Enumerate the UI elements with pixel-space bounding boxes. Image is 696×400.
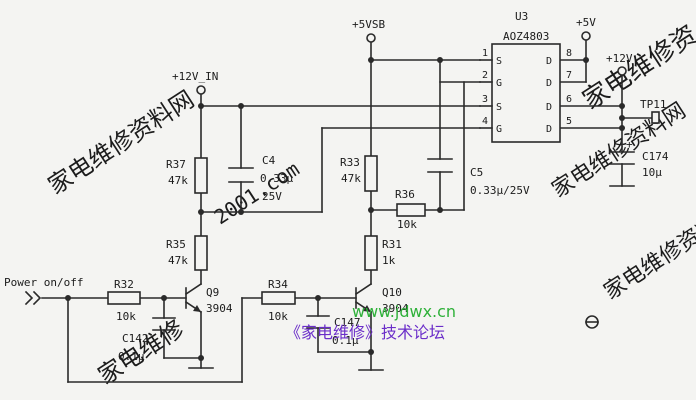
power-on-off-input: Power on/off — [4, 276, 83, 306]
pin-number: 5 — [566, 116, 572, 127]
component-ref: U3 — [515, 10, 528, 23]
pin-number: 8 — [566, 48, 572, 59]
component-part: AOZ4803 — [503, 30, 549, 43]
component-ref: R36 — [395, 188, 415, 201]
power-rail-5vsb: +5VSB — [352, 18, 385, 43]
component-ref: Q10 — [382, 286, 402, 299]
component-value: 10μ — [642, 166, 662, 179]
component-ref: R34 — [268, 278, 288, 291]
pin-number: 4 — [482, 116, 488, 127]
resistor-r37: R37 47k — [166, 157, 208, 194]
capacitor-c4: C4 0.33μ 25V — [228, 154, 293, 203]
resistor-r34: R34 10k — [261, 278, 296, 323]
rail-label: +12V_IN — [172, 70, 218, 83]
test-point-tp11: TP11 — [640, 98, 667, 124]
component-ref: R37 — [166, 158, 186, 171]
pin-number: 6 — [566, 94, 572, 105]
pin-name: S — [496, 102, 502, 113]
component-ref: C174 — [642, 150, 669, 163]
component-value: 0.1μ — [332, 334, 359, 347]
pin-number: 1 — [482, 48, 488, 59]
ic-u3: U3 AOZ4803 1 2 3 4 S G S G 8 7 6 5 D D D… — [479, 10, 572, 143]
watermark-text: 家电维修资料网 — [548, 98, 691, 203]
component-value: 10k — [268, 310, 288, 323]
input-label: Power on/off — [4, 276, 83, 289]
transistor-q9: Q9 3904 — [184, 282, 233, 315]
capacitor-c142: C142 0.1μ — [118, 317, 176, 363]
pin-name: S — [496, 56, 502, 67]
component-ref: C5 — [470, 166, 483, 179]
component-ref: R32 — [114, 278, 134, 291]
pin-name: D — [546, 78, 552, 89]
pin-number: 2 — [482, 70, 488, 81]
pin-name: G — [496, 78, 502, 89]
power-rail-12v: +12V — [606, 52, 633, 76]
resistor-r35: R35 47k — [166, 235, 208, 271]
component-value: 1k — [382, 254, 396, 267]
component-ref: R33 — [340, 156, 360, 169]
capacitor-c5: C5 0.33μ/25V — [427, 158, 530, 197]
component-ref: TP11 — [640, 98, 667, 111]
watermark-url: www.jdwx.cn — [352, 302, 456, 321]
resistor-r33: R33 47k — [340, 155, 378, 192]
wires — [41, 39, 655, 383]
component-value: 0.33μ/25V — [470, 184, 530, 197]
component-ref: C147 — [334, 316, 361, 329]
power-rail-5v: +5V — [576, 16, 596, 41]
pin-name: G — [496, 124, 502, 135]
watermark-text: 2001.com — [210, 157, 304, 230]
component-ref: Q9 — [206, 286, 219, 299]
component-value: 47k — [341, 172, 361, 185]
resistor-r32: R32 10k — [107, 278, 141, 323]
circle-mark — [585, 315, 599, 329]
watermark-overlay: www.jdwx.cn 《家电维修》技术论坛 — [285, 302, 456, 342]
polarity-mark: + — [626, 138, 633, 151]
component-ref: C4 — [262, 154, 276, 167]
component-ref: R31 — [382, 238, 402, 251]
rail-label: +12V — [606, 52, 633, 65]
rail-label: +5VSB — [352, 18, 385, 31]
transistor-q10: Q10 3904 — [354, 282, 409, 315]
watermark-forum: 《家电维修》技术论坛 — [285, 323, 445, 342]
pin-name: D — [546, 102, 552, 113]
pin-number: 3 — [482, 94, 488, 105]
component-value: 47k — [168, 174, 188, 187]
pin-number: 7 — [566, 70, 572, 81]
resistor-r36: R36 10k — [395, 188, 426, 231]
power-rail-12v-in: +12V_IN — [172, 70, 218, 95]
resistor-r31: R31 1k — [364, 235, 402, 271]
rail-label: +5V — [576, 16, 596, 29]
capacitor-c174: + C174 10μ — [609, 138, 669, 179]
component-part: 3904 — [382, 302, 409, 315]
component-ref: R35 — [166, 238, 186, 251]
pin-name: D — [546, 56, 552, 67]
component-value: 47k — [168, 254, 188, 267]
component-value: 0.33μ — [260, 172, 293, 185]
watermark-text: 家电维修资料网 — [600, 200, 696, 305]
capacitor-c147: C147 0.1μ — [306, 315, 361, 347]
component-value: 0.1μ — [118, 350, 145, 363]
component-ref: C142 — [122, 332, 149, 345]
component-value: 10k — [116, 310, 136, 323]
component-part: 3904 — [206, 302, 233, 315]
junctions — [65, 57, 625, 361]
component-voltage: 25V — [262, 190, 282, 203]
component-value: 10k — [397, 218, 417, 231]
pin-name: D — [546, 124, 552, 135]
